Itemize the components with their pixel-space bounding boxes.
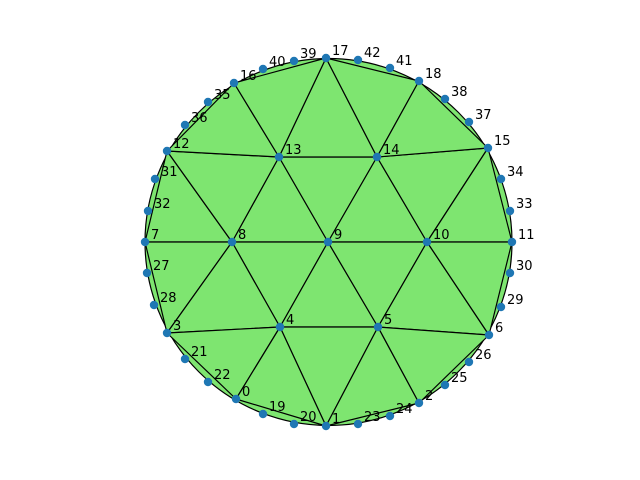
mesh-node: [231, 394, 241, 404]
mesh-node: [321, 421, 331, 431]
mesh-triangle: [426, 241, 513, 336]
node-label: 9: [334, 228, 342, 243]
mesh-node: [484, 330, 494, 340]
mesh-node: [289, 419, 299, 429]
mesh-node: [274, 152, 284, 162]
node-label: 32: [154, 197, 171, 212]
node-label: 29: [507, 293, 524, 308]
mesh-node: [142, 268, 152, 278]
mesh-node: [385, 411, 395, 421]
mesh-node: [414, 398, 424, 408]
node-label: 39: [300, 47, 317, 62]
node-label: 2: [425, 389, 433, 404]
mesh-triangle: [377, 326, 490, 404]
node-label: 1: [332, 412, 340, 427]
node-label: 23: [364, 410, 381, 425]
mesh-node: [505, 268, 515, 278]
mesh-node: [464, 117, 474, 127]
mesh-triangle: [235, 326, 327, 427]
mesh-triangle: [376, 80, 489, 158]
mesh-node: [321, 53, 331, 63]
mesh-node: [150, 174, 160, 184]
mesh-node: [289, 56, 299, 66]
mesh-node: [203, 377, 213, 387]
node-label: 10: [433, 228, 450, 243]
node-label: 42: [364, 46, 381, 61]
mesh-node: [353, 419, 363, 429]
mesh-node: [258, 64, 268, 74]
mesh-node: [275, 322, 285, 332]
node-label: 20: [300, 410, 317, 425]
node-label: 21: [191, 345, 208, 360]
node-label: 35: [214, 88, 231, 103]
mesh-node: [162, 146, 172, 156]
mesh-node: [258, 409, 268, 419]
node-label: 28: [160, 291, 177, 306]
mesh-node: [162, 328, 172, 338]
mesh-node: [373, 322, 383, 332]
node-label: 14: [383, 143, 400, 158]
node-label: 40: [269, 55, 286, 70]
mesh-node: [227, 237, 237, 247]
node-label: 25: [451, 371, 468, 386]
node-label: 0: [242, 385, 250, 400]
node-label: 41: [396, 54, 413, 69]
node-label: 38: [451, 85, 468, 100]
mesh-node: [440, 94, 450, 104]
mesh-node: [507, 237, 517, 247]
node-label: 26: [475, 348, 492, 363]
node-label: 27: [153, 259, 170, 274]
node-label: 17: [332, 44, 349, 59]
node-label: 5: [384, 313, 392, 328]
node-label: 33: [516, 197, 533, 212]
mesh-node: [180, 120, 190, 130]
node-label: 36: [191, 111, 208, 126]
mesh-node: [440, 380, 450, 390]
mesh-node: [203, 97, 213, 107]
mesh-node: [143, 206, 153, 216]
mesh-node: [422, 237, 432, 247]
mesh-node: [385, 63, 395, 73]
node-label: 6: [495, 321, 503, 336]
node-label: 12: [173, 137, 190, 152]
node-label: 11: [518, 228, 535, 243]
node-label: 3: [173, 319, 181, 334]
mesh-nodes: [140, 53, 517, 431]
node-label: 30: [516, 259, 533, 274]
node-label: 13: [285, 143, 302, 158]
node-label: 19: [269, 400, 286, 415]
mesh-node: [149, 300, 159, 310]
node-label: 34: [507, 165, 524, 180]
node-label: 22: [214, 368, 231, 383]
mesh-node: [372, 152, 382, 162]
node-label: 31: [161, 165, 178, 180]
mesh-node: [414, 76, 424, 86]
node-label: 37: [475, 108, 492, 123]
node-label: 15: [494, 134, 511, 149]
mesh-node: [140, 237, 150, 247]
mesh-node: [464, 357, 474, 367]
node-label: 18: [425, 67, 442, 82]
mesh-node: [180, 354, 190, 364]
mesh-node: [496, 174, 506, 184]
mesh-node: [323, 237, 333, 247]
mesh-node: [229, 78, 239, 88]
node-label: 7: [151, 228, 159, 243]
node-label: 16: [240, 69, 257, 84]
mesh-triangle: [233, 57, 327, 158]
node-label: 4: [286, 313, 294, 328]
mesh-node: [483, 143, 493, 153]
node-label: 24: [396, 402, 413, 417]
mesh-edges: [144, 57, 513, 427]
mesh-node: [505, 206, 515, 216]
node-label: 8: [238, 228, 246, 243]
mesh-node: [496, 302, 506, 312]
mesh-node: [353, 55, 363, 65]
